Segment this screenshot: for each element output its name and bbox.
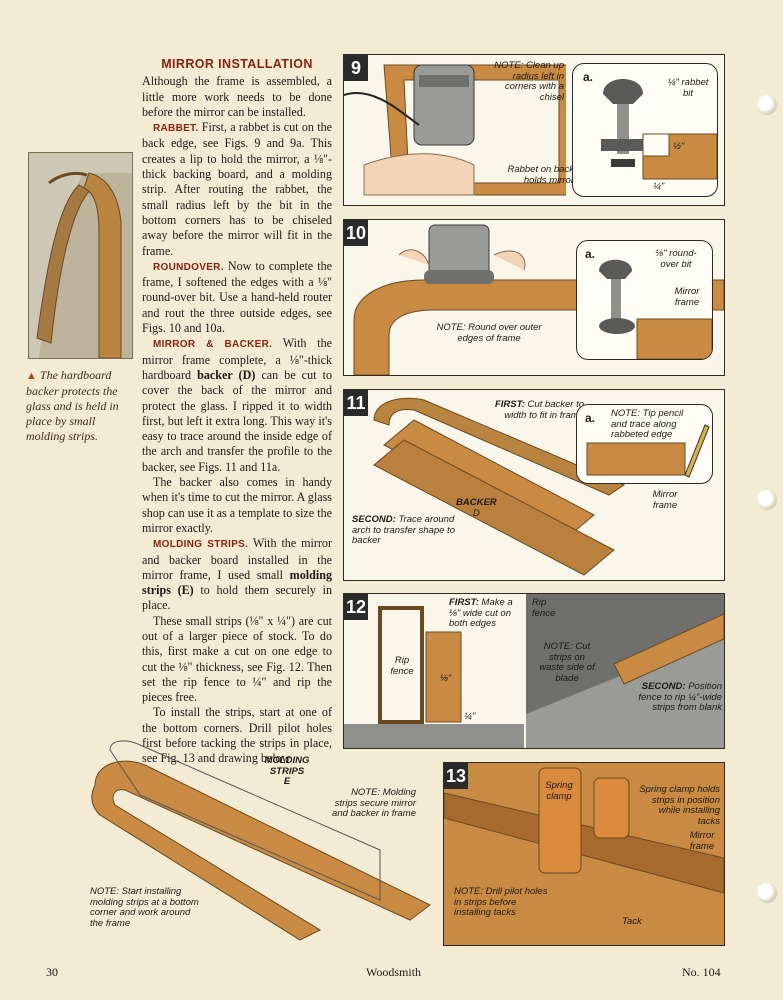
issue-number: No. 104	[682, 965, 721, 979]
backer-text-1: With the mirror frame complete, a ⅛"-thi…	[142, 336, 332, 382]
fig12-waste-note: NOTE: Cut strips on waste side of blade	[539, 641, 595, 684]
rabbet-text: First, a rabbet is cut on the back edge,…	[142, 120, 332, 258]
rabbet-paragraph: RABBET. First, a rabbet is cut on the ba…	[142, 120, 332, 259]
fig11-frame-label: Mirror frame	[652, 489, 678, 511]
fig13-tack-label: Tack	[622, 916, 642, 927]
caption-text: The hardboard backer protects the glass …	[26, 368, 119, 443]
figure-10: 10 NOTE: Round over outer edges of frame…	[343, 219, 725, 376]
molding-strips-text: MOLDING STRIPS	[264, 755, 310, 777]
fig9a-bit-label: ¼" rabbet bit	[667, 77, 709, 99]
fig12-first-note: FIRST: Make a ⅛" wide cut on both edges	[449, 597, 519, 630]
backer-part-label: backer (D)	[197, 367, 256, 382]
fig11-backer-letter: D	[472, 507, 480, 519]
molding-strips-letter: E	[283, 776, 291, 787]
fig12-dim-eighth: ⅛"	[440, 673, 452, 684]
install-paragraph: To install the strips, start at one of t…	[142, 705, 332, 766]
article-headline: MIRROR INSTALLATION	[161, 57, 313, 71]
figure-11-number: 11	[344, 390, 368, 416]
fig12-first-text: Make a ⅛" wide cut on both edges	[449, 597, 513, 629]
roundover-text: Now to complete the frame, I softened th…	[142, 258, 332, 336]
strips-heading: MOLDING STRIPS.	[153, 539, 249, 551]
fig12-second-note: SECOND: Position fence to rip ¼"-wide st…	[634, 681, 722, 714]
figure-13-number: 13	[444, 763, 468, 789]
binder-hole	[757, 95, 777, 115]
fig11-second-note: SECOND: Trace around arch to transfer sh…	[352, 514, 457, 547]
page-number: 30	[46, 965, 58, 979]
figure-9: 9 NOTE: Clean up radius left in corners …	[343, 54, 725, 206]
fig12-second-text: Position fence to rip ¼"-wide strips fro…	[638, 681, 722, 713]
binder-hole	[757, 490, 777, 510]
fig9-chisel-note: NOTE: Clean up radius left in corners wi…	[494, 60, 564, 103]
fig13-frame-label: Mirror frame	[689, 830, 715, 852]
binder-hole	[757, 883, 777, 903]
magazine-name: Woodsmith	[366, 965, 422, 979]
fig11a-note: NOTE: Tip pencil and trace along rabbete…	[611, 408, 684, 440]
roundover-heading: ROUNDOVER.	[153, 261, 224, 273]
figure-11a: a. NOTE: Tip pencil and trace along rabb…	[576, 404, 713, 484]
figure-10-number: 10	[344, 220, 368, 246]
figure-12-number: 12	[344, 594, 368, 620]
backer-photo	[28, 152, 133, 359]
backer-heading: MIRROR & BACKER.	[153, 339, 273, 351]
small-strips-paragraph: These small strips (⅛" x ¼") are cut out…	[142, 613, 332, 705]
fig9-rabbet-label: Rabbet on back holds mirror	[507, 164, 574, 186]
fig12-dim-quarter: ¼"	[464, 711, 476, 722]
strips-text-1: With the mirror and backer board install…	[142, 536, 332, 582]
backer-text-2: can be cut to cover the back of the mirr…	[142, 367, 333, 474]
molding-strips-drawing	[91, 740, 431, 941]
figure-12: 12 FIRST: Make a ⅛" wide cut on both edg…	[343, 593, 725, 749]
fig12-first-label: FIRST:	[449, 597, 479, 608]
fig11-backer-text: BACKER	[456, 497, 497, 508]
figure-10a: a. ⅛" round-over bit Mirror frame	[576, 240, 713, 360]
figure-11: 11 FIRST: Cut backer to width to fit in …	[343, 389, 725, 581]
fig10-roundover-note: NOTE: Round over outer edges of frame	[436, 322, 542, 344]
fig11-second-text: Trace around arch to transfer shape to b…	[352, 514, 455, 546]
caption-triangle-icon: ▲	[26, 370, 37, 382]
photo-caption: ▲ The hardboard backer protects the glas…	[26, 368, 136, 444]
strips-part-label: molding strips (E)	[142, 567, 333, 598]
strips-text-2: to hold them securely in place.	[142, 583, 332, 613]
intro-paragraph: Although the frame is assembled, a littl…	[142, 74, 332, 119]
fig13-clamp-label: Spring clamp	[545, 780, 573, 802]
roundover-paragraph: ROUNDOVER. Now to complete the frame, I …	[142, 259, 332, 336]
fig13-clamp-note: Spring clamp holds strips in position wh…	[639, 784, 720, 827]
fig9a-dim-half: ½"	[673, 141, 685, 152]
fig10a-frame-label: Mirror frame	[674, 286, 700, 308]
fig9a-dim-quarter: ¼"	[653, 181, 665, 192]
fig13-drill-note: NOTE: Drill pilot holes in strips before…	[454, 886, 548, 918]
fig12-second-label: SECOND:	[641, 681, 686, 692]
fig10a-bit-label: ⅛" round-over bit	[655, 248, 697, 270]
molding-start-note: NOTE: Start installing molding strips at…	[90, 886, 199, 929]
figure-9-number: 9	[344, 55, 368, 81]
template-paragraph: The backer also comes in handy when it's…	[142, 475, 332, 535]
figure-9a: a. ¼" rabbet bit ½" ¼"	[572, 63, 718, 197]
fig11a-label: a.	[585, 411, 596, 425]
fig12-fence-label: Rip fence	[390, 655, 414, 677]
fig11-first-text: Cut backer to width to fit in frame	[504, 399, 584, 421]
fig11-second-label: SECOND:	[352, 514, 396, 525]
rabbet-heading: RABBET.	[153, 123, 199, 135]
backer-paragraph: MIRROR & BACKER. With the mirror frame c…	[142, 336, 332, 475]
fig9a-label: a.	[583, 70, 594, 84]
fig11-first-label: FIRST:	[494, 399, 525, 410]
molding-secure-note: NOTE: Molding strips secure mirror and b…	[332, 787, 416, 819]
figure-13: 13 Spring clamp Spring clamp holds strip…	[443, 762, 725, 946]
fig12-rip-fence-label: Rip fence	[532, 597, 556, 619]
strips-paragraph: MOLDING STRIPS. With the mirror and back…	[142, 536, 332, 613]
article-column: MIRROR INSTALLATION Although the frame i…	[142, 57, 332, 767]
fig11-first-note: FIRST: Cut backer to width to fit in fra…	[474, 399, 584, 421]
fig10a-label: a.	[585, 247, 596, 261]
